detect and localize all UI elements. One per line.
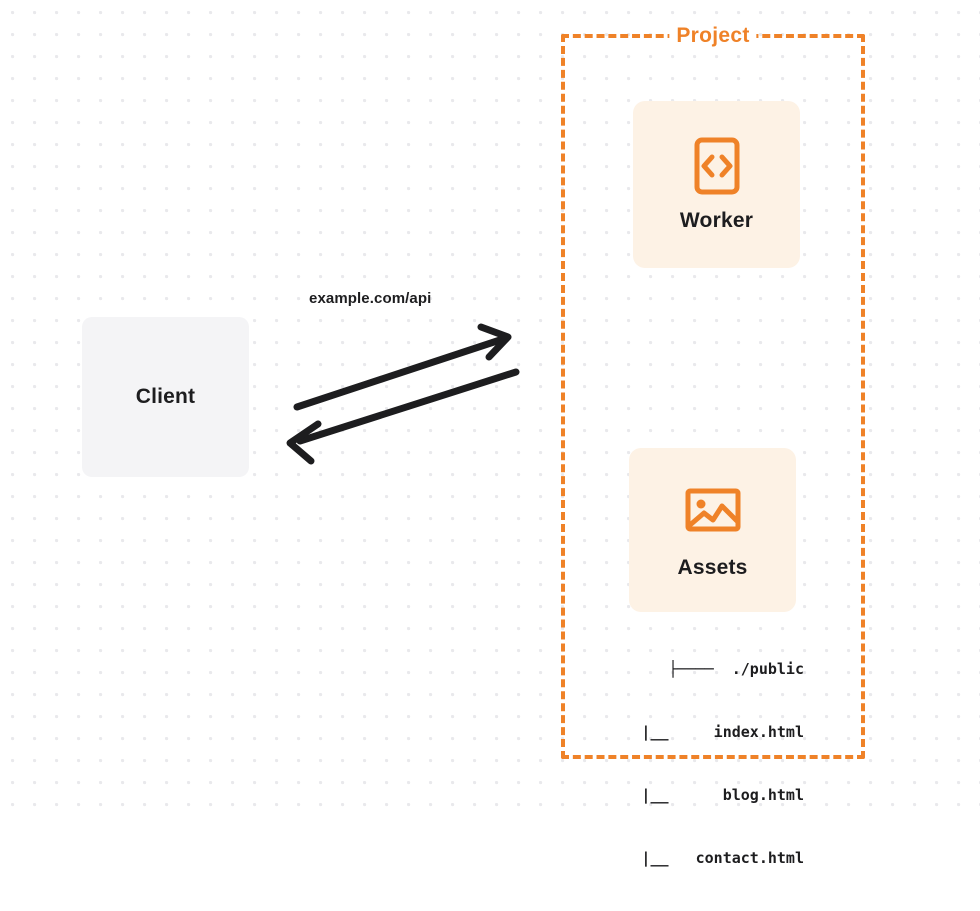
client-label: Client (135, 385, 196, 408)
project-group: Project (561, 24, 865, 759)
file-tree-row: |__ blog.html (614, 786, 804, 804)
request-arrow (293, 323, 512, 411)
worker-node[interactable]: Worker (633, 101, 800, 268)
assets-file-tree: ├──── ./public |__ index.html |__ blog.h… (604, 617, 804, 911)
response-arrow (286, 368, 520, 465)
project-group-title: Project (669, 24, 757, 48)
assets-node[interactable]: Assets (629, 448, 796, 612)
file-tree-row: ├──── ./public (668, 660, 804, 678)
worker-label: Worker (679, 208, 754, 232)
file-tree-row: |__ contact.html (614, 849, 804, 867)
client-node[interactable]: Client (82, 317, 249, 477)
file-tree-row: |__ index.html (614, 723, 804, 741)
edge-label: example.com/api (309, 290, 432, 307)
assets-label: Assets (677, 556, 748, 579)
image-icon (685, 488, 740, 532)
code-brackets-icon (694, 137, 739, 194)
diagram-canvas: Client example.com/api Project Worker (0, 0, 980, 867)
